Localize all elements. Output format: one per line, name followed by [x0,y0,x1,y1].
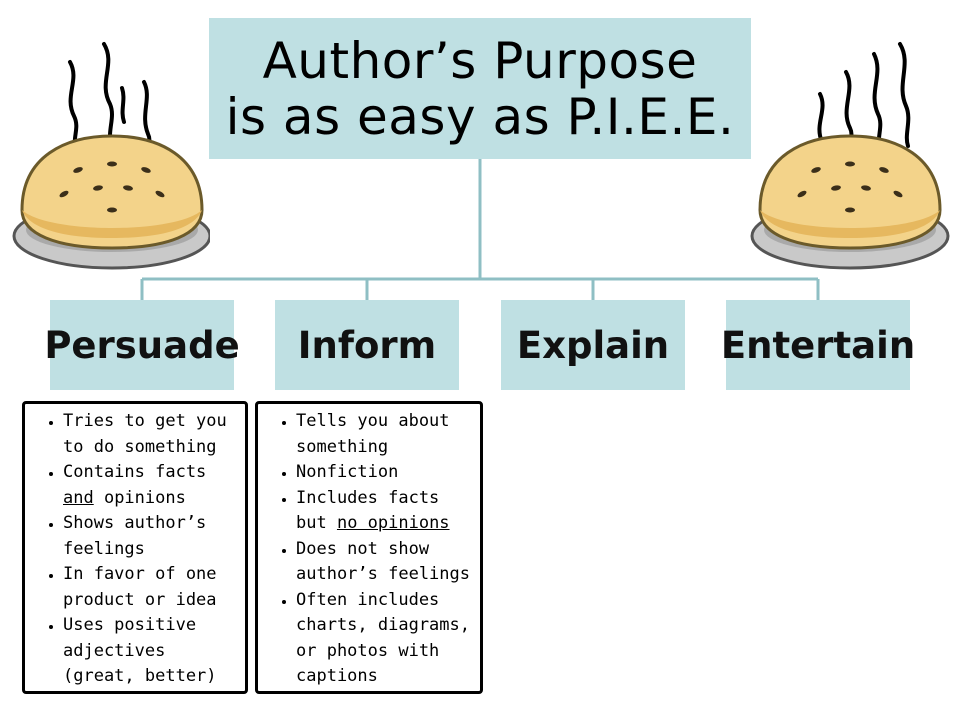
inform-details-box: Tells you about something Nonfiction Inc… [255,401,483,694]
steaming-pie-left-icon [12,42,210,270]
detail-text: opinions [93,487,186,508]
persuade-detail-item: Shows author’s feelings [63,511,239,562]
category-entertain: Entertain [721,300,915,390]
title-line-1: Author’s Purpose [262,31,698,90]
detail-text: Includes facts but [296,487,440,534]
persuade-detail-item: Contains facts and opinions [63,460,239,511]
persuade-detail-item: Tries to get you to do something [63,409,239,460]
inform-detail-item: Includes facts but no opinions [296,486,474,537]
underlined-text: and [63,487,94,508]
detail-text: Contains facts [63,462,207,482]
title-box: Author’s Purpose is as easy as P.I.E.E. [209,18,751,159]
category-persuade: Persuade [44,300,240,390]
persuade-detail-item: In favor of one product or idea [63,562,239,613]
steaming-pie-right-icon [750,42,950,270]
persuade-details-list: Tries to get you to do something Contain… [31,409,239,690]
inform-detail-item: Often includes charts, diagrams, or phot… [296,588,474,690]
persuade-detail-item: Uses positive adjectives (great, better) [63,613,239,690]
persuade-details-box: Tries to get you to do something Contain… [22,401,248,694]
inform-detail-item: Does not show author’s feelings [296,537,474,588]
inform-detail-item: Tells you about something [296,409,474,460]
title-line-2: is as easy as P.I.E.E. [225,87,735,146]
category-explain: Explain [501,300,685,390]
inform-detail-item: Nonfiction [296,460,474,486]
inform-details-list: Tells you about something Nonfiction Inc… [264,409,474,690]
category-inform: Inform [275,300,459,390]
underlined-text: no opinions [336,513,450,533]
